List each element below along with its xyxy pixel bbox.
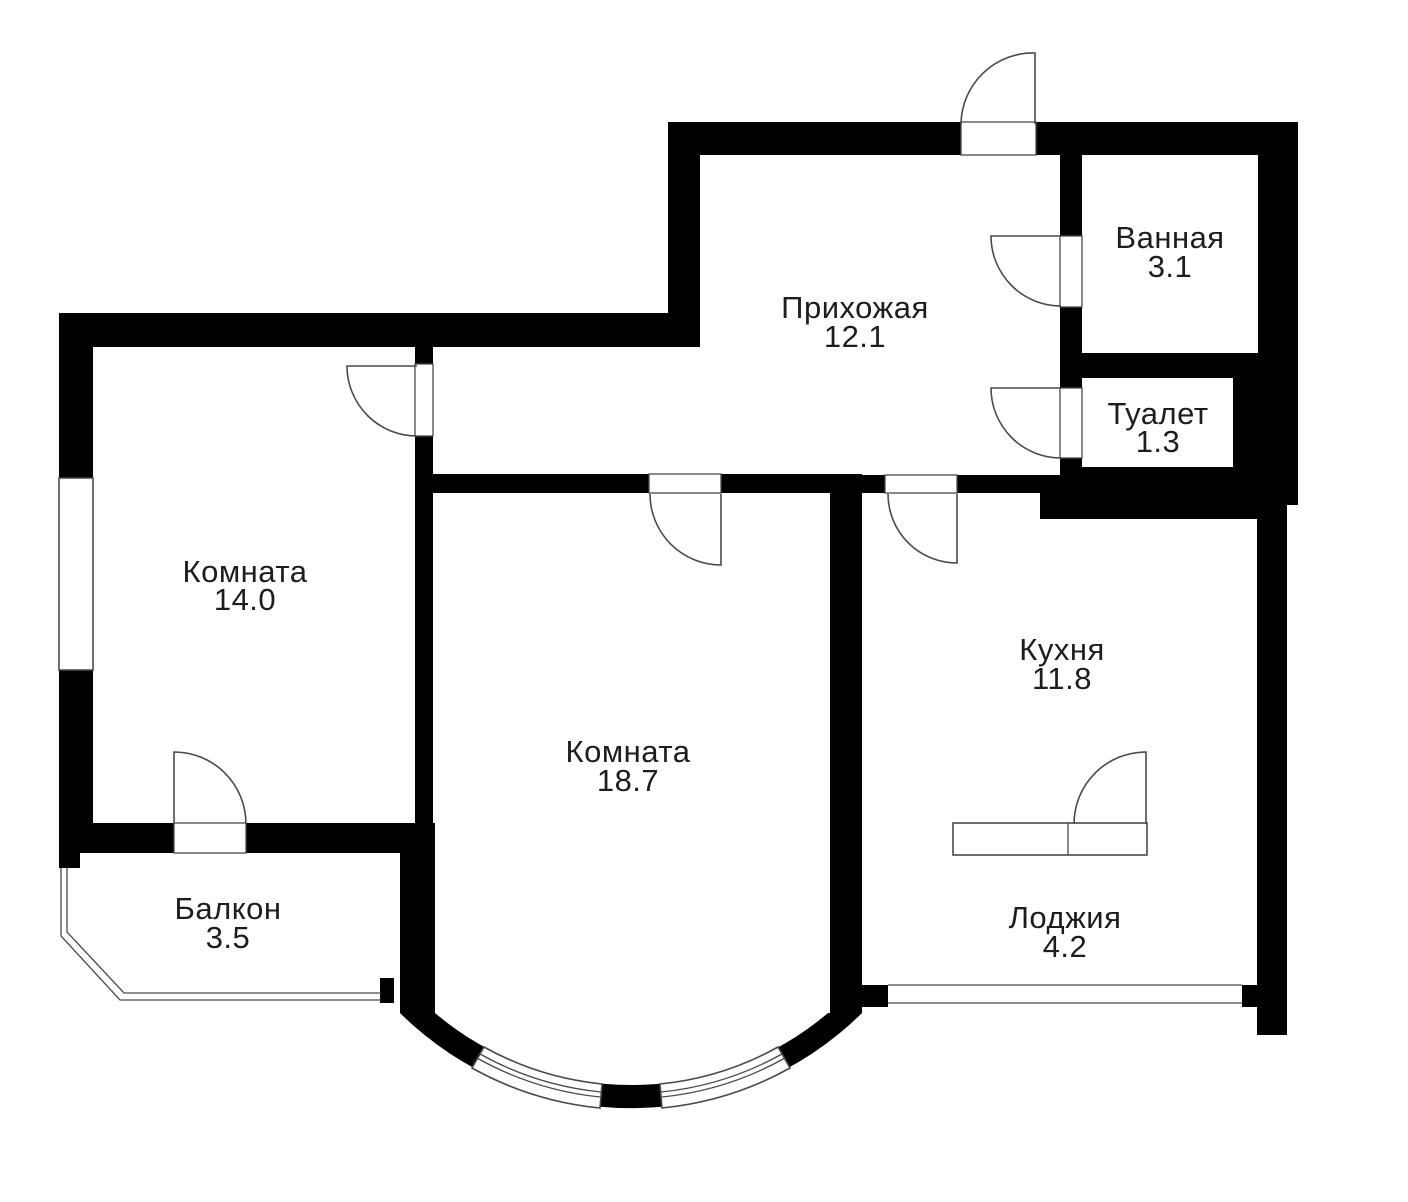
room-area-room-2: 18.7 [597, 763, 659, 798]
door-entrance [960, 52, 1036, 125]
kitchen-top-wall-left [862, 475, 885, 493]
bay-window-left-pane [470, 1045, 603, 1109]
kitchen-step-wall [1040, 493, 1258, 519]
threshold-toilet [1059, 387, 1083, 459]
door-room-2 [649, 493, 722, 566]
bath-toilet-divider-wall [1080, 353, 1258, 378]
room-name-balcony: Балкон [175, 891, 282, 926]
door-toilet [990, 387, 1062, 459]
balcony-rail-end-block [380, 978, 394, 1003]
bay-left-glass-line-2 [476, 1057, 601, 1098]
loggia-rail-left-block [862, 985, 888, 1007]
room-label-loggia: Лоджия 4.2 [1009, 900, 1122, 964]
room-name-toilet: Туалет [1107, 396, 1208, 431]
room-area-loggia: 4.2 [1043, 929, 1088, 964]
hall-bottom-wall-left [433, 474, 649, 493]
room-label-bathroom: Ванная 3.1 [1115, 220, 1224, 284]
room-area-bathroom: 3.1 [1148, 249, 1193, 284]
threshold-balcony [173, 822, 247, 854]
windows [58, 477, 1148, 856]
room-name-loggia: Лоджия [1009, 900, 1122, 935]
room-area-hallway: 12.1 [824, 319, 886, 354]
bay-left-pier [400, 823, 435, 1013]
door-balcony [173, 751, 247, 825]
threshold-room-2 [648, 473, 722, 494]
room-area-balcony: 3.5 [206, 920, 251, 955]
threshold-room-1 [414, 363, 434, 437]
toilet-right-fill-wall [1233, 378, 1258, 467]
top-left-horizontal-wall [59, 313, 700, 347]
bay-window [470, 1045, 792, 1109]
door-thresholds [173, 121, 1083, 854]
room-name-bathroom: Ванная [1115, 220, 1224, 255]
room-label-room-2: Комната 18.7 [566, 734, 691, 798]
right-wall-upper [1258, 155, 1298, 505]
room1-right-wall-bottom [415, 436, 433, 823]
wet-zone-left-wall-c [1060, 458, 1082, 493]
door-bathroom [990, 235, 1062, 307]
door-loggia [1073, 751, 1147, 825]
room-label-room-1: Комната 14.0 [183, 554, 308, 617]
top-wall-right-of-entrance [1036, 122, 1298, 155]
threshold-bathroom [1059, 235, 1083, 308]
room-area-kitchen: 11.8 [1032, 661, 1092, 696]
room1-bottom-wall-left [93, 823, 174, 853]
right-wall-lower [1257, 505, 1287, 1035]
bay-window-right-pane [659, 1045, 792, 1109]
wet-zone-left-wall-a [1060, 155, 1082, 236]
hall-bottom-wall-mid [721, 474, 830, 493]
balcony-railing-outer [60, 868, 381, 1001]
room-label-kitchen: Кухня 11.8 [1019, 632, 1104, 696]
left-wall-lower [59, 670, 93, 853]
left-wall-stub [59, 853, 80, 868]
center-divider-wall [830, 474, 862, 1013]
left-wall-upper [59, 347, 93, 478]
threshold-kitchen [884, 474, 958, 494]
toilet-bottom-wall [1082, 467, 1258, 493]
doors [173, 52, 1147, 825]
room1-window [58, 477, 94, 671]
room-name-kitchen: Кухня [1019, 632, 1104, 667]
loggia-rail-right-block [1242, 985, 1257, 1007]
door-kitchen [887, 493, 958, 564]
door-room-1 [346, 365, 418, 437]
threshold-entrance [960, 121, 1037, 156]
wet-zone-left-wall-b [1060, 307, 1082, 388]
room-label-hallway: Прихожая 12.1 [781, 290, 929, 354]
room-label-toilet: Туалет 1.3 [1107, 396, 1208, 459]
balcony-railing-inner [66, 868, 381, 994]
bay-window-wall-band [400, 1013, 862, 1109]
room-name-hallway: Прихожая [781, 290, 929, 325]
top-wall-left-of-entrance [668, 122, 961, 155]
bay-left-glass-line-1 [479, 1053, 602, 1093]
room1-right-wall-top [415, 347, 433, 364]
bay-right-glass-line-2 [661, 1057, 786, 1098]
room-label-balcony: Балкон 3.5 [175, 891, 282, 955]
bay-right-glass-line-1 [660, 1053, 783, 1093]
room1-bottom-wall-right [246, 823, 400, 853]
room-name-room-1: Комната [183, 554, 308, 589]
room-area-toilet: 1.3 [1136, 424, 1181, 459]
kitchen-loggia-opening [952, 822, 1148, 856]
room-name-room-2: Комната [566, 734, 691, 769]
room-labels: Прихожая 12.1 Ванная 3.1 Туалет 1.3 Комн… [175, 220, 1225, 964]
railings [60, 868, 1242, 1004]
hall-upper-left-wall [668, 122, 700, 313]
room-area-room-1: 14.0 [214, 582, 276, 617]
kitchen-top-wall-right [957, 475, 1060, 493]
